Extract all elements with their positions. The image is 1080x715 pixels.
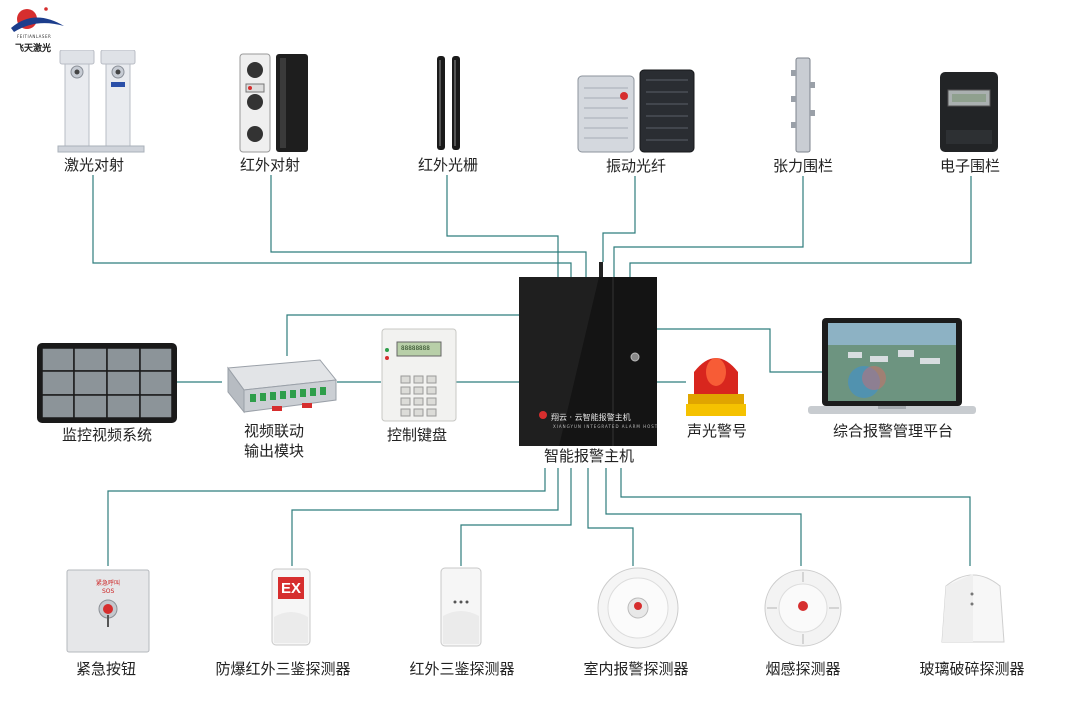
- emergency-button: 紧急呼叫 SOS: [66, 569, 150, 653]
- ceiling-detector: [596, 566, 680, 650]
- keypad-screen-text: 88888888: [401, 345, 430, 352]
- smoke-detector-icon: [764, 569, 842, 647]
- wire-triple-detector: [460, 468, 572, 566]
- glass-break-detector: [940, 566, 1006, 646]
- label-vibration-fiber: 振动光纤: [605, 157, 667, 175]
- logo-mark-icon: [11, 7, 64, 32]
- label-infrared-grating: 红外光栅: [417, 156, 479, 174]
- vibration-fiber: [574, 68, 698, 156]
- alarm-host: 翔云 · 云智能报警主机 XIANGYUN INTEGRATED ALARM H…: [519, 262, 657, 446]
- wire-smoke-detector: [605, 468, 802, 566]
- label-electric-fence: 电子围栏: [939, 157, 1001, 175]
- wire-module-host: [286, 314, 519, 356]
- label-infrared-beam: 红外对射: [239, 156, 301, 174]
- video-monitor: [37, 343, 177, 423]
- output-module-icon: [227, 359, 337, 414]
- emergency-button-sos: SOS: [102, 588, 115, 595]
- control-keypad-icon: [381, 328, 457, 422]
- label-output-module-line2: 输出模块: [243, 442, 305, 460]
- label-siren: 声光警号: [686, 422, 748, 440]
- label-alarm-host: 智能报警主机: [543, 447, 635, 465]
- triple-tech-detector-icon: [440, 567, 482, 647]
- output-module: [222, 354, 338, 414]
- wire-infrared-grating: [446, 175, 559, 277]
- electric-fence: [938, 70, 1000, 154]
- siren-icon: [686, 358, 746, 416]
- wire-emergency-button: [107, 468, 546, 566]
- label-laptop-platform: 综合报警管理平台: [832, 422, 954, 440]
- wire-ceiling-detector: [587, 468, 634, 566]
- brand-name: 飞天激光: [15, 44, 52, 54]
- glass-break-detector-icon: [941, 574, 1005, 643]
- vibration-fiber-icon: [577, 69, 695, 153]
- infrared-beam-detector: [236, 52, 312, 154]
- label-laser-beam: 激光对射: [63, 156, 125, 174]
- label-smoke-detector: 烟感探测器: [765, 660, 841, 678]
- infrared-grating-icon: [437, 56, 460, 150]
- alarm-host-icon: [519, 262, 657, 446]
- label-output-module-line1: 视频联动: [243, 422, 305, 440]
- wire-tension-fence: [613, 176, 804, 277]
- laser-beam-detector: [56, 49, 146, 156]
- laptop-platform: [808, 318, 976, 418]
- triple-tech-detector: [439, 566, 483, 648]
- wire-host-platform: [657, 328, 822, 373]
- control-keypad: 88888888: [381, 328, 457, 422]
- wire-infrared-beam: [270, 175, 587, 277]
- electric-fence-icon: [940, 72, 998, 152]
- label-emergency-button: 紧急按钮: [75, 660, 137, 678]
- smoke-detector: [763, 568, 843, 648]
- infrared-grating: [434, 54, 464, 152]
- infrared-beam-detector-icon: [239, 53, 308, 153]
- ex-mark: EX: [281, 580, 302, 597]
- video-monitor-icon: [37, 343, 177, 423]
- brand-logo: FEITIANLASER 飞天激光: [6, 4, 66, 56]
- explosion-proof-detector-icon: [271, 568, 311, 646]
- brand-small-text: FEITIANLASER: [17, 34, 52, 39]
- wire-vibration-fiber: [602, 176, 636, 262]
- wire-explosion-detector: [291, 468, 559, 566]
- wire-glass-break: [620, 468, 971, 566]
- wire-electric-fence: [629, 176, 972, 277]
- host-panel-sub: XIANGYUN INTEGRATED ALARM HOST: [553, 424, 659, 429]
- label-triple-tech-detector: 红外三鉴探测器: [409, 660, 515, 678]
- label-video-monitor: 监控视频系统: [61, 426, 153, 444]
- ceiling-detector-icon: [597, 567, 679, 649]
- tension-fence-icon: [791, 57, 815, 153]
- label-glass-break-detector: 玻璃破碎探测器: [919, 660, 1025, 678]
- explosion-proof-detector: EX: [270, 567, 312, 647]
- laptop-platform-icon: [808, 318, 976, 414]
- label-explosion-proof-detector: 防爆红外三鉴探测器: [215, 660, 351, 678]
- siren: [686, 348, 746, 418]
- label-output-module: 视频联动 输出模块: [244, 421, 304, 461]
- emergency-button-icon: [66, 569, 150, 653]
- tension-fence: [790, 56, 816, 154]
- host-panel-brand: 翔云 · 云智能报警主机: [551, 413, 631, 422]
- label-ceiling-detector: 室内报警探测器: [583, 660, 689, 678]
- laser-beam-detector-icon: [57, 49, 145, 153]
- emergency-button-text: 紧急呼叫: [96, 580, 121, 587]
- label-tension-fence: 张力围栏: [772, 157, 834, 175]
- label-control-keypad: 控制键盘: [386, 426, 448, 444]
- wire-laser-beam: [92, 175, 572, 277]
